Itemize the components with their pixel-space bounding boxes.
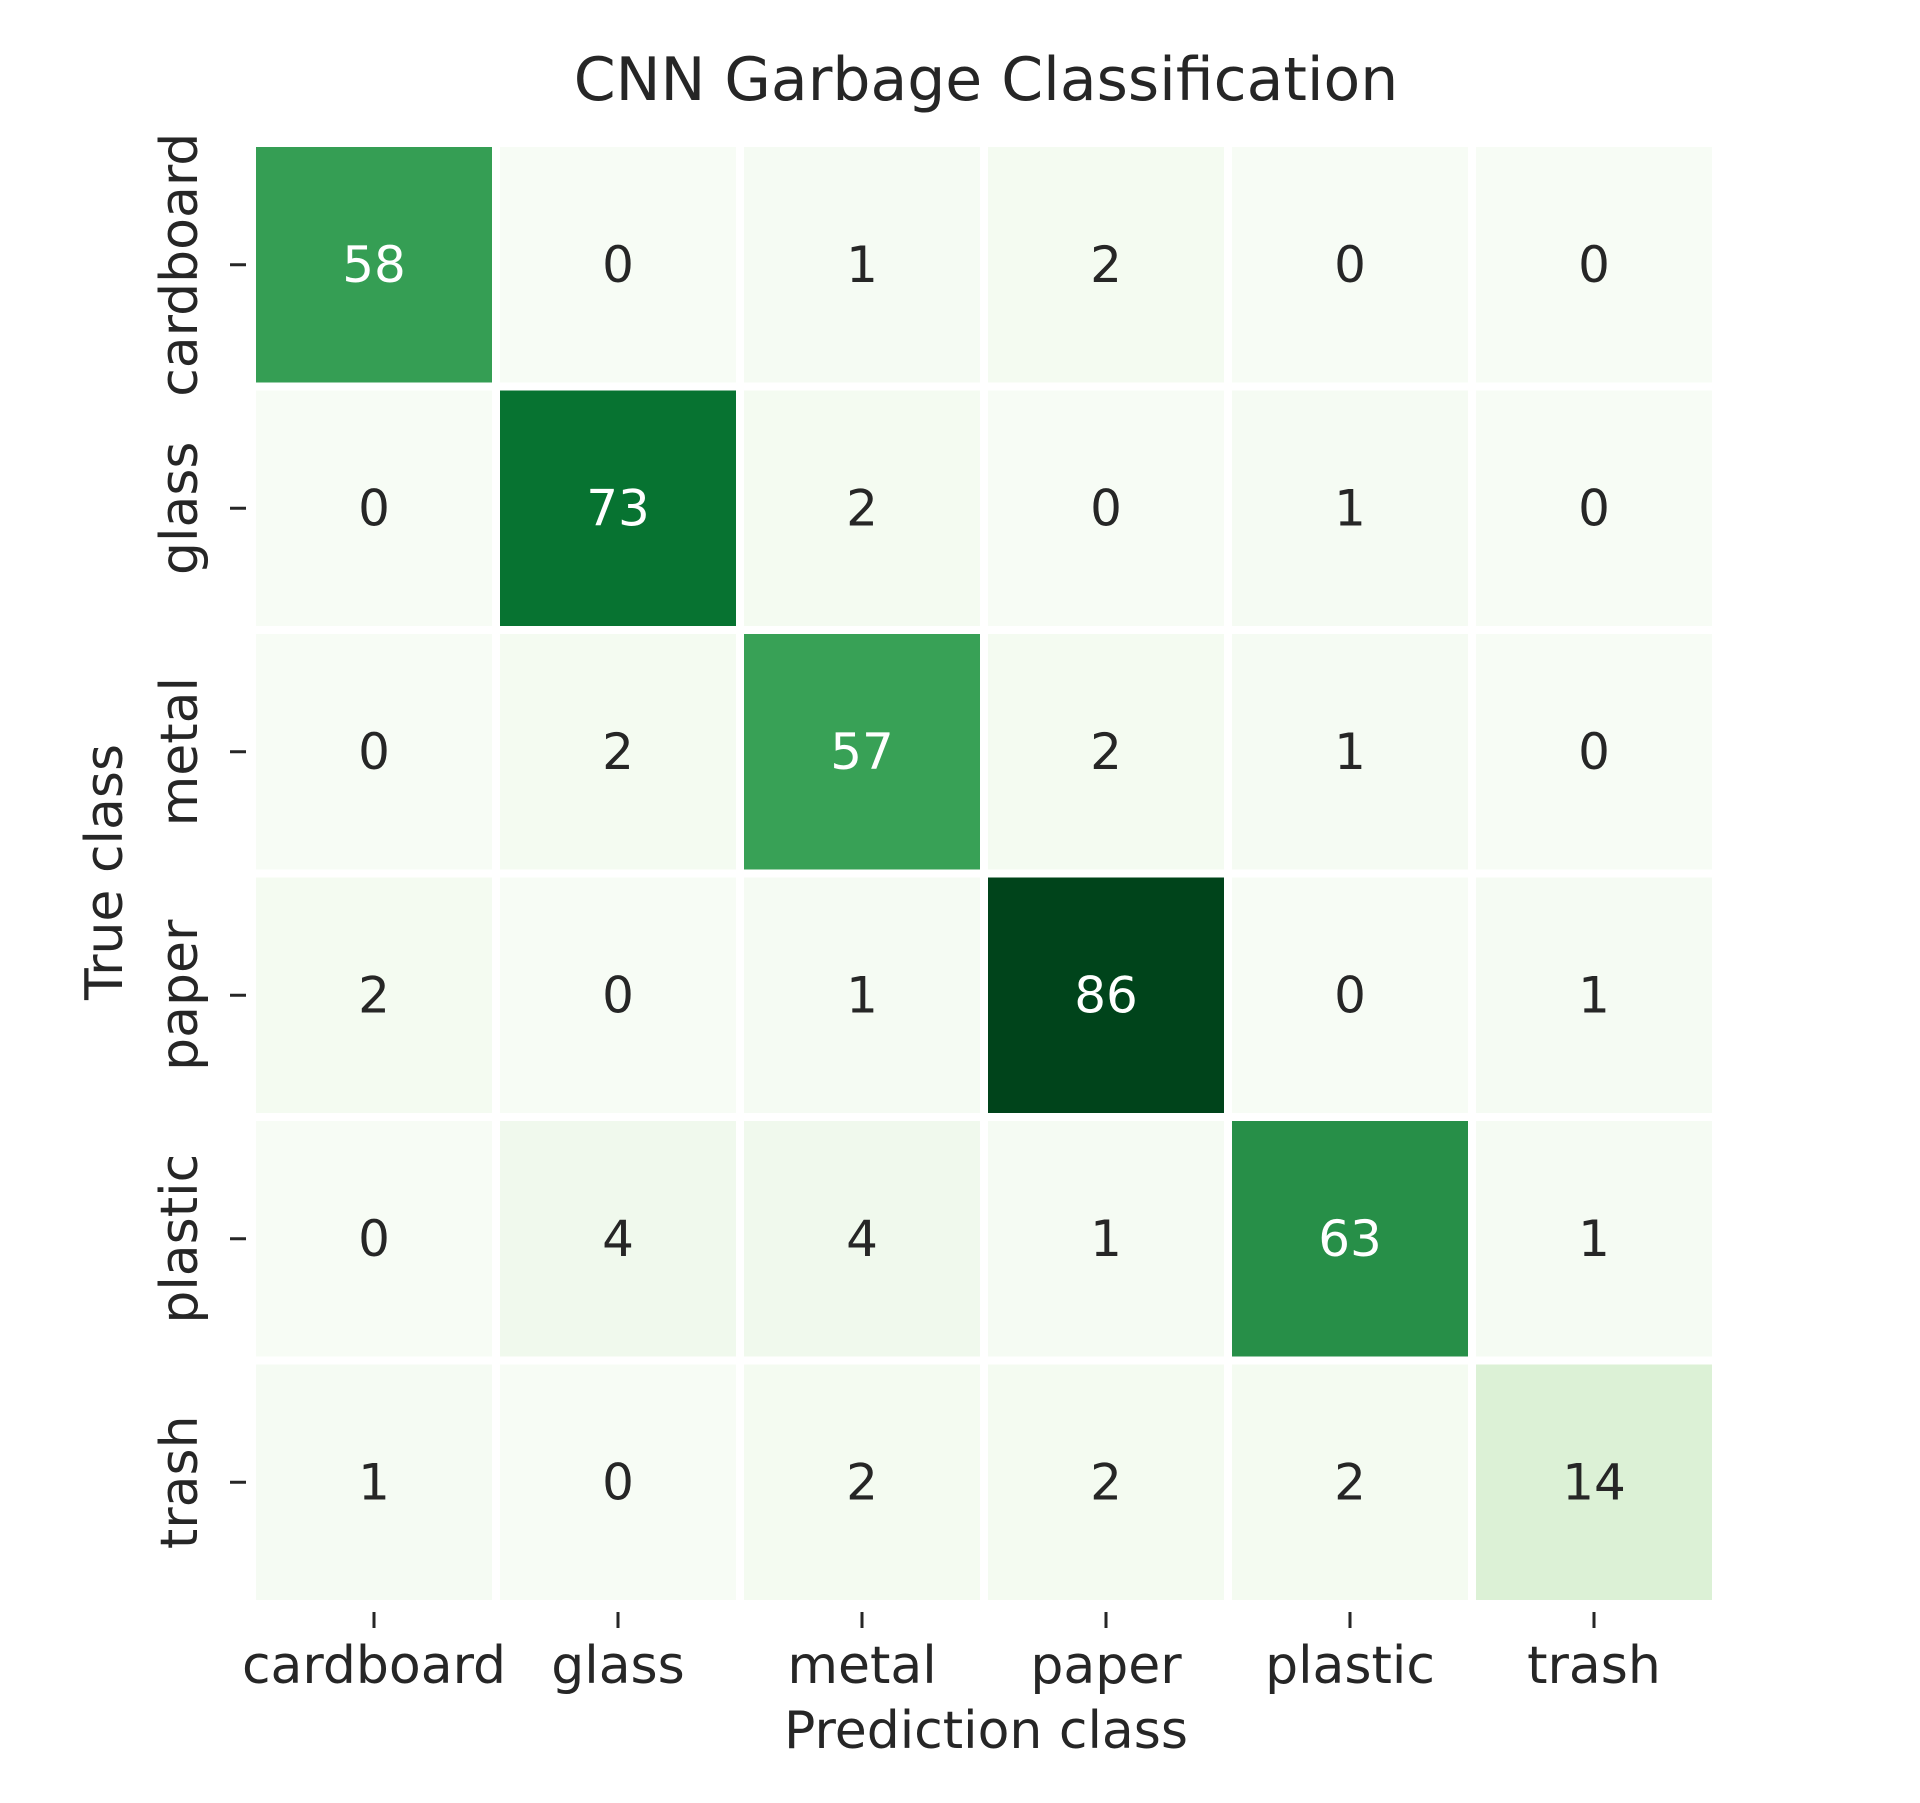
heatmap-cell bbox=[256, 390, 492, 626]
heatmap-cell bbox=[500, 147, 736, 383]
heatmap-cell bbox=[500, 877, 736, 1113]
heatmap-cell bbox=[1232, 877, 1468, 1113]
cell-value-label: 63 bbox=[1318, 1210, 1382, 1268]
cell-value-label: 73 bbox=[586, 479, 650, 537]
y-tick-label: plastic bbox=[150, 1154, 210, 1324]
y-tick-label: trash bbox=[150, 1415, 210, 1549]
cell-value-label: 0 bbox=[1334, 236, 1366, 294]
cell-labels: 58 0 1 2 0 0 0 73 2 0 1 0 0 2 57 2 1 0 2 0 1 86 0 1 0 4 4 1 63 1 1 0 2 2 2… bbox=[342, 236, 1626, 1512]
heatmap-cell bbox=[988, 1121, 1224, 1357]
heatmap-cell bbox=[500, 390, 736, 626]
cell-value-label: 0 bbox=[1578, 479, 1610, 537]
cell-value-label: 0 bbox=[1090, 479, 1122, 537]
cell-value-label: 0 bbox=[602, 1453, 634, 1511]
cell-value-label: 4 bbox=[846, 1210, 878, 1268]
heatmap-cell bbox=[1476, 877, 1712, 1113]
x-tick-label: cardboard bbox=[242, 1636, 506, 1696]
cell-value-label: 2 bbox=[1090, 236, 1122, 294]
cell-value-label: 1 bbox=[1334, 723, 1366, 781]
cell-value-label: 0 bbox=[1334, 966, 1366, 1024]
cell-value-label: 0 bbox=[358, 1210, 390, 1268]
cell-value-label: 2 bbox=[602, 723, 634, 781]
heatmap-cell bbox=[1232, 390, 1468, 626]
heatmap-cell bbox=[256, 147, 492, 383]
cell-value-label: 86 bbox=[1074, 966, 1138, 1024]
cell-value-label: 0 bbox=[358, 479, 390, 537]
y-axis: cardboard glass metal paper plastic trash bbox=[150, 133, 246, 1549]
cell-value-label: 1 bbox=[1578, 966, 1610, 1024]
cell-value-label: 4 bbox=[602, 1210, 634, 1268]
cell-value-label: 0 bbox=[602, 236, 634, 294]
heatmap-cells bbox=[256, 147, 1712, 1600]
cell-value-label: 0 bbox=[1578, 723, 1610, 781]
cell-value-label: 1 bbox=[1090, 1210, 1122, 1268]
cell-value-label: 2 bbox=[1090, 1453, 1122, 1511]
heatmap-cell bbox=[1476, 1121, 1712, 1357]
cell-value-label: 1 bbox=[358, 1453, 390, 1511]
heatmap-cell bbox=[1476, 390, 1712, 626]
x-axis-label: Prediction class bbox=[784, 1701, 1188, 1761]
cell-value-label: 2 bbox=[358, 966, 390, 1024]
heatmap-cell bbox=[988, 147, 1224, 383]
heatmap-cell bbox=[744, 1121, 980, 1357]
heatmap-cell bbox=[1232, 634, 1468, 870]
heatmap-cell bbox=[988, 634, 1224, 870]
heatmap-cell bbox=[1232, 1364, 1468, 1600]
heatmap-cell bbox=[256, 877, 492, 1113]
heatmap-cell bbox=[1476, 1364, 1712, 1600]
heatmap-cell bbox=[744, 390, 980, 626]
heatmap-cell bbox=[500, 1364, 736, 1600]
heatmap-cell bbox=[1476, 634, 1712, 870]
cell-value-label: 58 bbox=[342, 236, 406, 294]
heatmap-cell bbox=[744, 147, 980, 383]
heatmap-cell bbox=[256, 634, 492, 870]
heatmap-cell bbox=[1232, 1121, 1468, 1357]
heatmap-cell bbox=[744, 877, 980, 1113]
cell-value-label: 0 bbox=[1578, 236, 1610, 294]
x-tick-label: glass bbox=[551, 1636, 685, 1696]
cell-value-label: 1 bbox=[1578, 1210, 1610, 1268]
heatmap-cell bbox=[1232, 147, 1468, 383]
y-tick-label: metal bbox=[150, 677, 210, 826]
cell-value-label: 1 bbox=[846, 966, 878, 1024]
heatmap-cell bbox=[988, 1364, 1224, 1600]
y-axis-label: True class bbox=[75, 744, 135, 1001]
cell-value-label: 1 bbox=[1334, 479, 1366, 537]
cell-value-label: 2 bbox=[846, 1453, 878, 1511]
cell-value-label: 14 bbox=[1562, 1453, 1626, 1511]
x-tick-label: trash bbox=[1527, 1636, 1661, 1696]
y-tick-label: paper bbox=[150, 919, 210, 1071]
x-tick-label: plastic bbox=[1265, 1636, 1435, 1696]
heatmap-cell bbox=[744, 1364, 980, 1600]
y-tick-label: cardboard bbox=[150, 133, 210, 397]
x-tick-label: metal bbox=[787, 1636, 936, 1696]
cell-value-label: 2 bbox=[1090, 723, 1122, 781]
chart-title: CNN Garbage Classification bbox=[574, 45, 1399, 115]
heatmap-cell bbox=[256, 1364, 492, 1600]
cell-value-label: 2 bbox=[846, 479, 878, 537]
heatmap-cell bbox=[744, 634, 980, 870]
heatmap-cell bbox=[988, 877, 1224, 1113]
x-tick-label: paper bbox=[1030, 1636, 1182, 1696]
y-tick-label: glass bbox=[150, 441, 210, 575]
heatmap-cell bbox=[256, 1121, 492, 1357]
heatmap-cell bbox=[1476, 147, 1712, 383]
cell-value-label: 1 bbox=[846, 236, 878, 294]
cell-value-label: 0 bbox=[358, 723, 390, 781]
cell-value-label: 0 bbox=[602, 966, 634, 1024]
heatmap-cell bbox=[988, 390, 1224, 626]
cell-value-label: 2 bbox=[1334, 1453, 1366, 1511]
heatmap-cell bbox=[500, 634, 736, 870]
heatmap-cell bbox=[500, 1121, 736, 1357]
x-axis: cardboard glass metal paper plastic trash bbox=[242, 1612, 1661, 1696]
cell-value-label: 57 bbox=[830, 723, 894, 781]
